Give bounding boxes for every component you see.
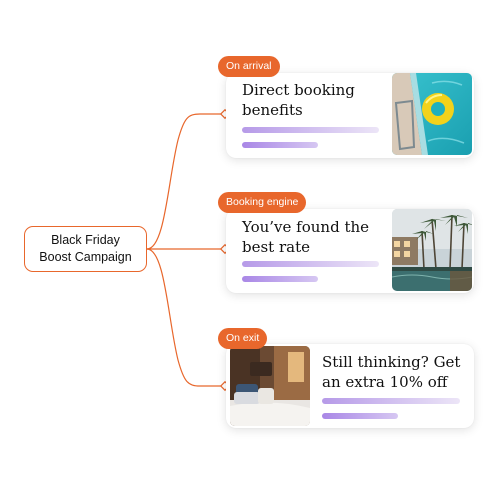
connector-to-card-1 <box>146 113 225 250</box>
trigger-tag-booking-engine: Booking engine <box>218 192 307 213</box>
placeholder-text-bar <box>242 261 379 267</box>
card-headline: Direct booking benefits <box>242 81 355 119</box>
trigger-tag-on-exit: On exit <box>218 328 268 349</box>
resort-pool-palms-photo <box>392 209 472 291</box>
placeholder-text-bar <box>242 142 318 148</box>
hotel-bedroom-photo <box>230 346 310 426</box>
card-headline: You’ve found the best rate <box>242 218 370 256</box>
campaign-root-node[interactable]: Black Friday Boost Campaign <box>24 226 147 272</box>
message-card-on-exit[interactable]: Still thinking? Get an extra 10% off <box>226 344 474 428</box>
placeholder-text-bar <box>242 127 379 133</box>
connector-to-card-3 <box>146 248 225 387</box>
placeholder-text-bar <box>242 276 318 282</box>
trigger-tag-on-arrival: On arrival <box>218 56 280 77</box>
message-card-on-arrival[interactable]: Direct booking benefits <box>226 73 474 158</box>
message-card-booking-engine[interactable]: You’ve found the best rate <box>226 209 474 293</box>
card-headline: Still thinking? Get an extra 10% off <box>322 353 461 391</box>
placeholder-text-bar <box>322 398 460 404</box>
placeholder-text-bar <box>322 413 398 419</box>
pool-float-photo <box>392 73 472 155</box>
